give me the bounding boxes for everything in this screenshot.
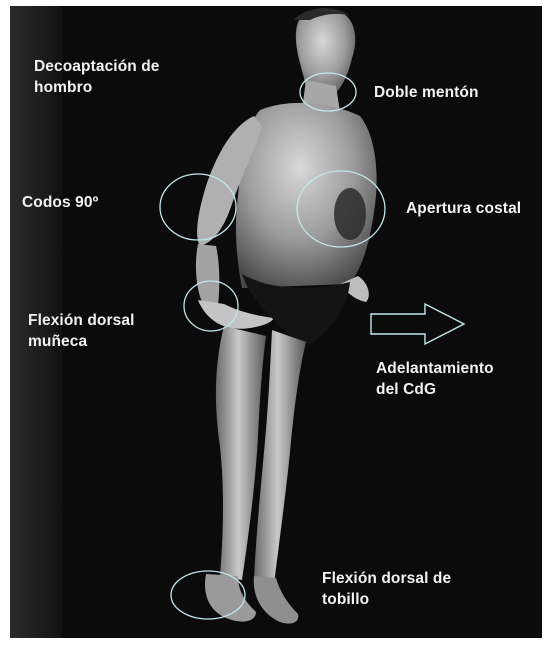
label-rib-opening: Apertura costal bbox=[406, 198, 521, 219]
human-figure bbox=[196, 8, 377, 623]
forward-arrow-icon bbox=[371, 304, 464, 344]
label-double-chin: Doble mentón bbox=[374, 82, 479, 103]
label-wrist: Flexión dorsal muñeca bbox=[28, 310, 134, 352]
photo-frame: Decoaptación de hombro Doble mentón Codo… bbox=[10, 6, 542, 638]
label-ankle: Flexión dorsal de tobillo bbox=[322, 568, 451, 610]
label-center-of-gravity: Adelantamiento del CdG bbox=[376, 358, 494, 400]
label-shoulder: Decoaptación de hombro bbox=[34, 56, 160, 98]
label-elbows: Codos 90º bbox=[22, 192, 98, 213]
